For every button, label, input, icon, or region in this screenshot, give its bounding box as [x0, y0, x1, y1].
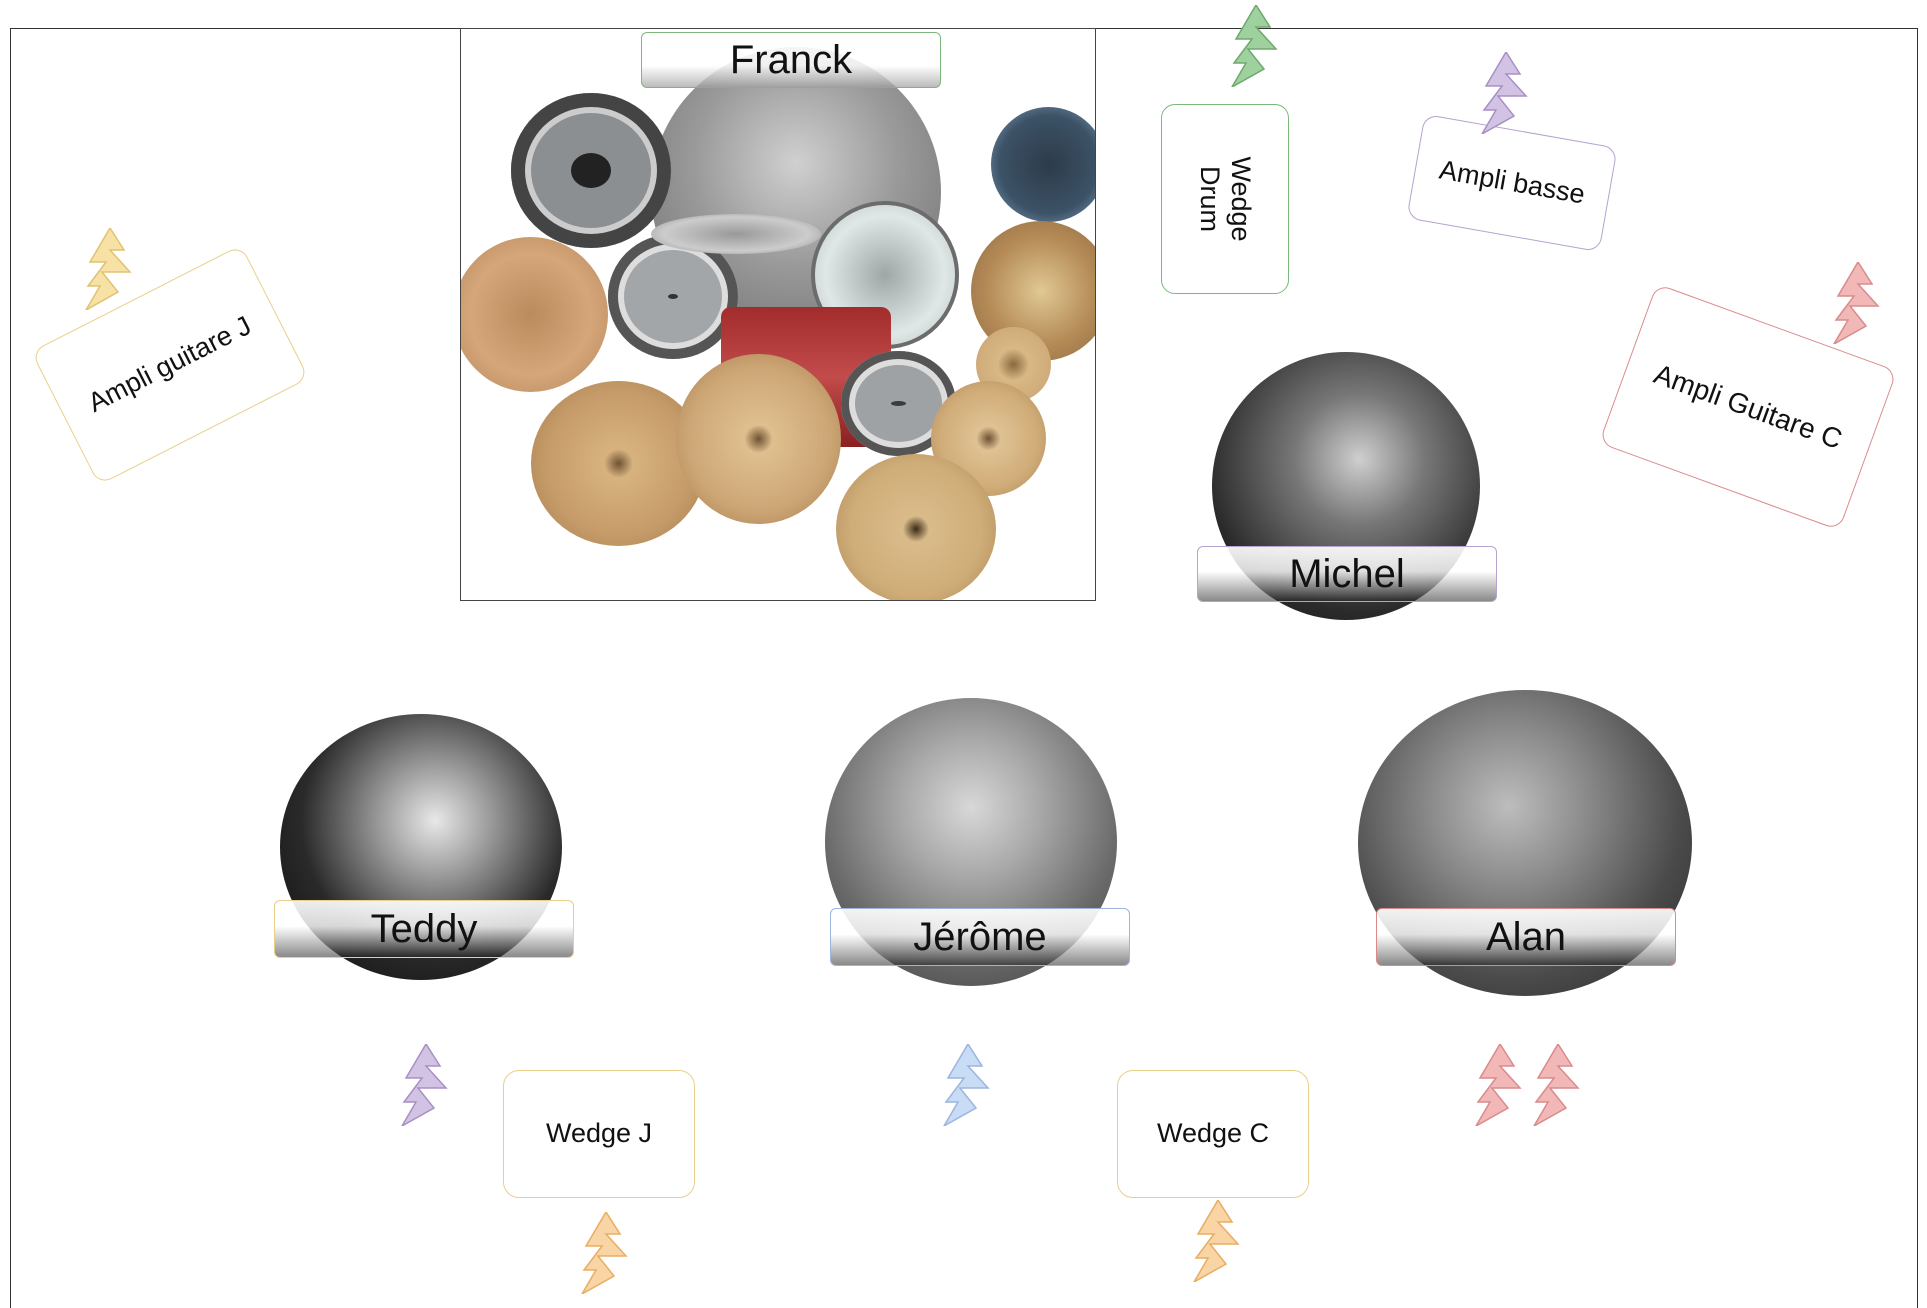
musician-name: Franck	[729, 37, 853, 82]
ampli-guitare-c-label: Ampli Guitare C	[1650, 358, 1847, 455]
big-cymbal	[836, 454, 996, 600]
musician-name: Teddy	[370, 906, 478, 951]
wedge-j-label: Wedge J	[545, 1118, 653, 1149]
lightning-bolt-icon	[943, 1044, 990, 1126]
lightning-bolt-icon	[1833, 262, 1880, 344]
crash-cymbal	[676, 354, 841, 524]
ampli-guitare-j-label: Ampli guitare J	[83, 310, 257, 419]
lightning-bolt-icon	[581, 1212, 628, 1294]
lightning-bolt-icon	[1533, 1044, 1580, 1126]
wedge-drum-box[interactable]: Wedge Drum	[1161, 104, 1289, 294]
lightning-bolt-icon	[401, 1044, 448, 1126]
musician-label-michel: Michel	[1197, 546, 1497, 602]
lightning-bolt-icon	[85, 228, 132, 310]
musician-name: Alan	[1485, 914, 1567, 959]
musician-name: Michel	[1289, 551, 1405, 596]
lightning-bolt-icon	[1231, 5, 1278, 87]
lightning-bolt-icon	[1475, 1044, 1522, 1126]
lightning-bolt-icon	[1193, 1200, 1240, 1282]
tom-drum	[511, 93, 671, 248]
cables	[991, 107, 1095, 222]
hihat-cymbal	[651, 214, 821, 254]
wedge-j-box[interactable]: Wedge J	[503, 1070, 695, 1198]
drum-kit-area	[460, 28, 1096, 601]
musician-label-teddy: Teddy	[274, 900, 574, 958]
wedge-c-label: Wedge C	[1156, 1118, 1270, 1149]
snare-drum	[608, 234, 738, 359]
wedge-c-box[interactable]: Wedge C	[1117, 1070, 1309, 1198]
ampli-basse-label: Ampli basse	[1437, 154, 1588, 211]
musician-label-franck: Franck	[641, 32, 941, 88]
effects-cymbal	[461, 237, 608, 392]
wedge-drum-label: Wedge Drum	[1195, 156, 1257, 242]
musician-name: Jérôme	[913, 914, 1047, 959]
ride-cymbal-left	[531, 381, 706, 546]
musician-label-alan: Alan	[1376, 908, 1676, 966]
musician-label-jerome: Jérôme	[830, 908, 1130, 966]
lightning-bolt-icon	[1481, 52, 1528, 134]
